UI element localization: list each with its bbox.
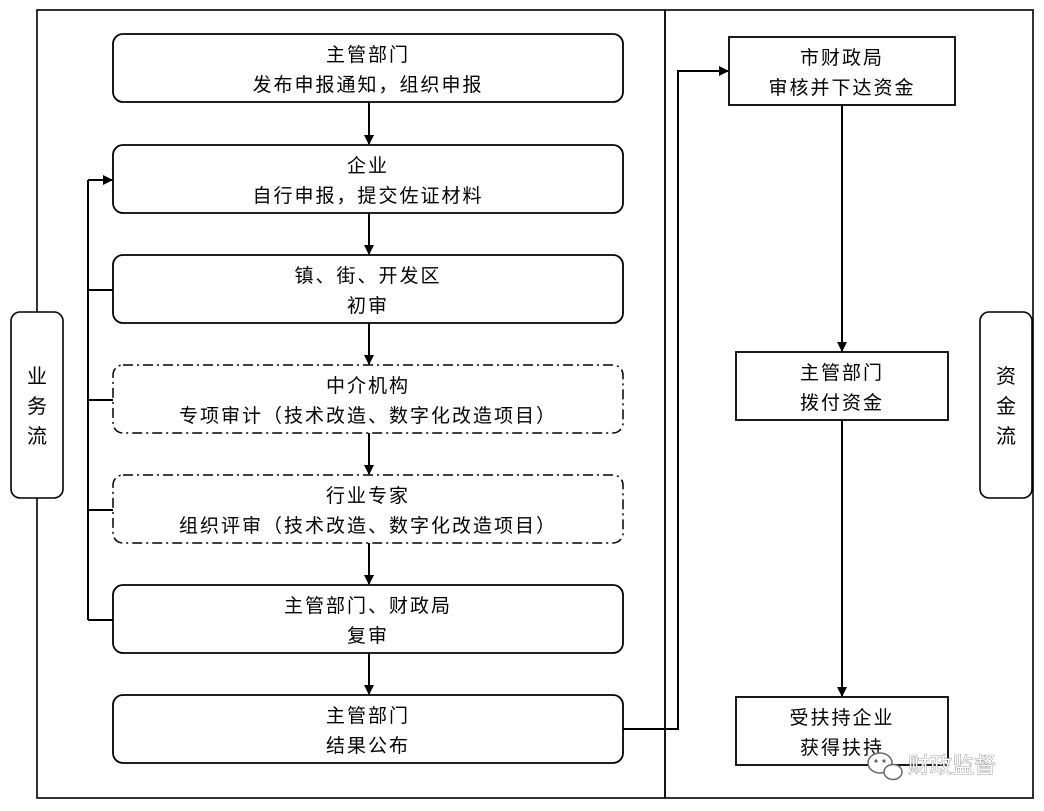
svg-text:主管部门、财政局: 主管部门、财政局 bbox=[284, 595, 452, 617]
svg-text:企业: 企业 bbox=[347, 155, 389, 177]
wechat-icon bbox=[867, 752, 903, 781]
business-flow-label: 业 务 流 bbox=[10, 311, 64, 499]
svg-text:中介机构: 中介机构 bbox=[326, 375, 410, 397]
step-town: 镇、街、开发区 初审 bbox=[112, 254, 624, 324]
svg-text:受扶持企业: 受扶持企业 bbox=[789, 707, 894, 729]
step-agency: 中介机构 专项审计（技术改造、数字化改造项目） bbox=[112, 364, 624, 434]
fund-flow-label: 资 金 流 bbox=[979, 311, 1033, 499]
svg-text:主管部门: 主管部门 bbox=[326, 44, 410, 66]
step-publish: 主管部门 结果公布 bbox=[112, 694, 624, 764]
svg-text:流: 流 bbox=[996, 424, 1016, 448]
watermark: 财政监督 bbox=[867, 752, 996, 781]
svg-text:行业专家: 行业专家 bbox=[326, 485, 410, 507]
svg-text:专项审计（技术改造、数字化改造项目）: 专项审计（技术改造、数字化改造项目） bbox=[179, 405, 557, 427]
svg-text:主管部门: 主管部门 bbox=[326, 705, 410, 727]
fund-step-allocate: 主管部门 拨付资金 bbox=[735, 351, 949, 421]
svg-text:财政监督: 财政监督 bbox=[908, 754, 996, 779]
svg-text:务: 务 bbox=[27, 394, 47, 418]
svg-text:资: 资 bbox=[996, 364, 1016, 388]
svg-text:结果公布: 结果公布 bbox=[326, 735, 410, 757]
svg-text:市财政局: 市财政局 bbox=[800, 47, 884, 69]
svg-text:流: 流 bbox=[27, 424, 47, 448]
svg-text:自行申报，提交佐证材料: 自行申报，提交佐证材料 bbox=[252, 185, 483, 207]
svg-text:金: 金 bbox=[996, 394, 1016, 418]
svg-text:复审: 复审 bbox=[347, 625, 389, 647]
svg-text:初审: 初审 bbox=[347, 295, 389, 317]
step-review: 主管部门、财政局 复审 bbox=[112, 584, 624, 654]
svg-text:主管部门: 主管部门 bbox=[800, 362, 884, 384]
svg-text:获得扶持: 获得扶持 bbox=[800, 737, 884, 759]
step-notice: 主管部门 发布申报通知，组织申报 bbox=[112, 33, 624, 103]
svg-text:拨付资金: 拨付资金 bbox=[800, 392, 884, 414]
feedback-loop bbox=[87, 175, 113, 621]
publish-to-finance-connector bbox=[623, 66, 729, 730]
svg-text:组织评审（技术改造、数字化改造项目）: 组织评审（技术改造、数字化改造项目） bbox=[179, 515, 557, 537]
step-enterprise: 企业 自行申报，提交佐证材料 bbox=[112, 144, 624, 214]
svg-text:审核并下达资金: 审核并下达资金 bbox=[768, 77, 915, 99]
fund-step-finance: 市财政局 审核并下达资金 bbox=[728, 36, 956, 106]
step-experts: 行业专家 组织评审（技术改造、数字化改造项目） bbox=[112, 474, 624, 544]
svg-text:镇、街、开发区: 镇、街、开发区 bbox=[294, 265, 441, 287]
svg-text:发布申报通知，组织申报: 发布申报通知，组织申报 bbox=[252, 74, 483, 96]
fund-step-receive: 受扶持企业 获得扶持 bbox=[735, 696, 949, 766]
svg-text:业: 业 bbox=[27, 364, 47, 388]
fund-flow-panel bbox=[664, 9, 1034, 799]
